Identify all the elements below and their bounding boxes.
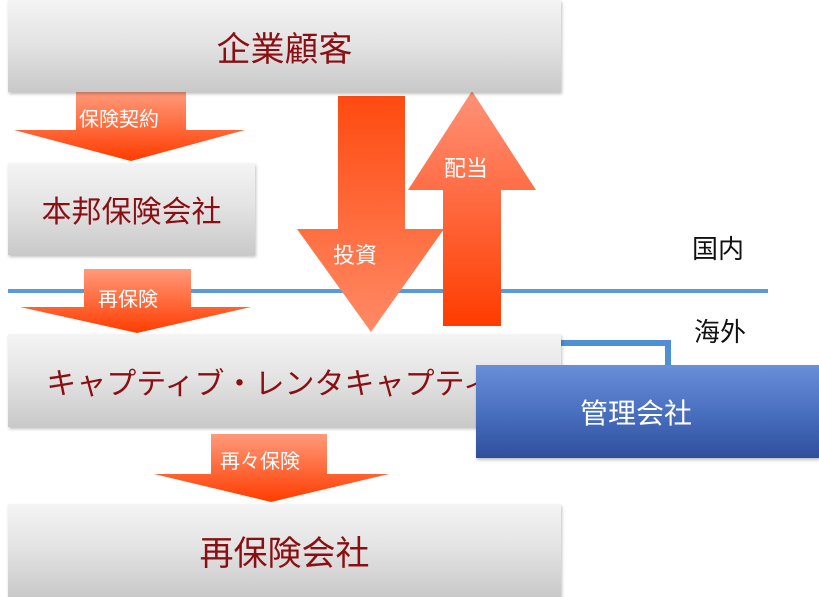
reinsurance-label: 再保険 [98, 287, 158, 311]
insurance-contract-label: 保険契約 [79, 107, 159, 131]
domestic-label: 国内 [692, 235, 745, 265]
captive-box: キャプティブ・レンタキャプティブ [8, 334, 561, 427]
insurance-contract-arrow [14, 92, 245, 161]
reinsurer-label: 再保険会社 [199, 534, 370, 574]
corporate-client-box: 企業顧客 [8, 0, 561, 92]
investment-label: 投資 [333, 244, 378, 269]
investment-arrow [297, 96, 444, 332]
management-connector [561, 340, 671, 365]
dividend-arrow [408, 91, 536, 326]
reinsurance-arrow [20, 269, 251, 333]
captive-label: キャプティブ・レンタキャプティブ [46, 366, 523, 402]
domestic-insurer-box: 本邦保険会社 [8, 163, 255, 255]
overseas-label: 海外 [694, 318, 747, 348]
domestic-insurer-label: 本邦保険会社 [41, 195, 222, 230]
corporate-client-label: 企業顧客 [216, 29, 353, 70]
retrocession-arrow [154, 434, 389, 502]
reinsurer-box: 再保険会社 [8, 504, 561, 597]
management-company-label: 管理会社 [580, 396, 693, 430]
management-company-box: 管理会社 [476, 365, 819, 458]
dividend-label: 配当 [444, 157, 489, 182]
retrocession-label: 再々保険 [220, 449, 300, 473]
